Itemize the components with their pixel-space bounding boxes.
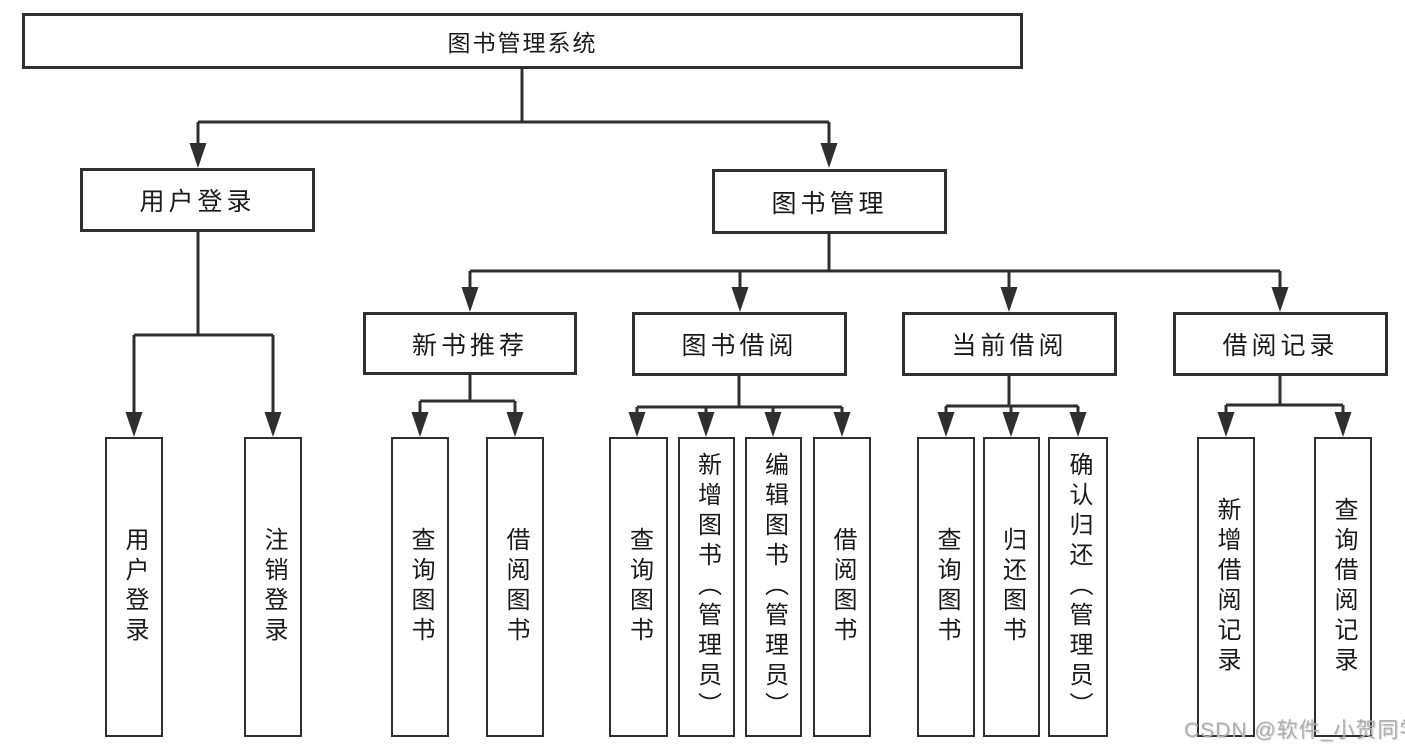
node-label: 查询图书	[933, 527, 960, 647]
node-leaf-borrow-books-borrow: 借阅图书	[813, 437, 871, 737]
node-leaf-query-books-recommend: 查询图书	[391, 437, 449, 737]
node-label: 图书借阅	[681, 332, 798, 360]
node-label: 注销登录	[260, 527, 287, 647]
connector-user-login-branch	[125, 232, 282, 437]
connector-current-borrowing-branch	[937, 376, 1087, 437]
node-label: 图书管理系统	[447, 30, 598, 56]
node-label: 新书推荐	[411, 331, 528, 360]
connector-new-book-branch	[411, 375, 524, 437]
node-book-management: 图书管理	[712, 169, 947, 234]
node-label: 查询图书	[625, 527, 653, 647]
node-leaf-confirm-return-admin: 确认归还（管理员）	[1048, 437, 1108, 737]
connector-root-to-level2	[189, 69, 838, 168]
node-leaf-borrow-books-recommend: 借阅图书	[486, 437, 544, 737]
node-label: 新增图书（管理员）	[693, 452, 721, 722]
node-label: 查询图书	[407, 527, 434, 647]
node-new-book-recommendation: 新书推荐	[363, 312, 577, 375]
node-leaf-query-borrow-record: 查询借阅记录	[1314, 437, 1372, 737]
node-label: 确认归还（管理员）	[1065, 452, 1092, 722]
node-leaf-return-book: 归还图书	[983, 437, 1040, 737]
node-leaf-edit-book-admin: 编辑图书（管理员）	[745, 437, 802, 737]
node-label: 查询借阅记录	[1330, 497, 1357, 677]
node-label: 归还图书	[998, 527, 1026, 647]
node-label: 图书管理	[771, 189, 888, 218]
node-book-borrowing: 图书借阅	[632, 312, 847, 376]
node-leaf-query-books-current: 查询图书	[917, 437, 975, 737]
connector-borrowing-records-branch	[1217, 376, 1352, 437]
node-borrowing-records: 借阅记录	[1173, 312, 1388, 376]
node-leaf-user-login-action: 用户登录	[105, 437, 163, 737]
node-root-library-management-system: 图书管理系统	[22, 13, 1023, 69]
node-label: 当前借阅	[951, 332, 1068, 360]
node-label: 用户登录	[139, 188, 256, 216]
node-label: 借阅图书	[829, 527, 856, 647]
node-label: 用户登录	[121, 527, 148, 647]
node-label: 借阅记录	[1222, 332, 1339, 360]
node-user-login: 用户登录	[80, 168, 315, 232]
node-label: 借阅图书	[502, 527, 529, 647]
node-current-borrowing: 当前借阅	[902, 312, 1117, 376]
node-leaf-query-books-borrow: 查询图书	[609, 437, 668, 737]
node-leaf-add-book-admin: 新增图书（管理员）	[678, 437, 735, 737]
node-leaf-logout-action: 注销登录	[244, 437, 302, 737]
node-leaf-add-borrow-record: 新增借阅记录	[1197, 437, 1255, 737]
node-label: 新增借阅记录	[1213, 497, 1240, 677]
node-label: 编辑图书（管理员）	[760, 452, 788, 722]
connector-book-management-branch	[461, 234, 1289, 312]
connector-book-borrowing-branch	[628, 376, 851, 437]
csdn-watermark: CSDN @软件_小贺同学	[1184, 719, 1405, 742]
